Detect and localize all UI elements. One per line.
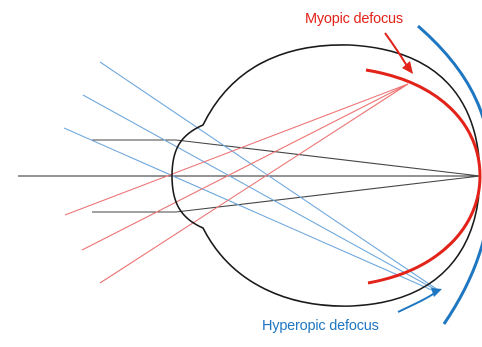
- hyperopic-pointer-arrow: [397, 291, 437, 313]
- eye-outline: [171, 44, 481, 307]
- gray-ray-upper-refracted: [175, 139, 481, 177]
- myopic-focal-curve: [365, 68, 482, 285]
- myopic-rays: [64, 83, 409, 284]
- red-ray-1: [64, 83, 409, 216]
- myopic-defocus-label: Myopic defocus: [305, 11, 403, 27]
- red-ray-2: [81, 83, 409, 251]
- hyperopic-arrowhead: [431, 288, 442, 297]
- hyperopic-rays: [63, 61, 439, 292]
- blue-ray-2: [82, 94, 437, 291]
- hyperopic-defocus-label: Hyperopic defocus: [262, 318, 379, 334]
- gray-ray-lower-refracted: [175, 175, 481, 213]
- myopic-arrowhead: [402, 61, 413, 74]
- myopic-pointer-arrow: [384, 32, 408, 67]
- red-ray-3: [99, 83, 409, 284]
- blue-ray-3: [63, 127, 435, 292]
- hyperopic-focal-curve: [417, 24, 482, 325]
- blue-ray-1: [99, 61, 439, 291]
- emmetropic-rays: [92, 139, 481, 213]
